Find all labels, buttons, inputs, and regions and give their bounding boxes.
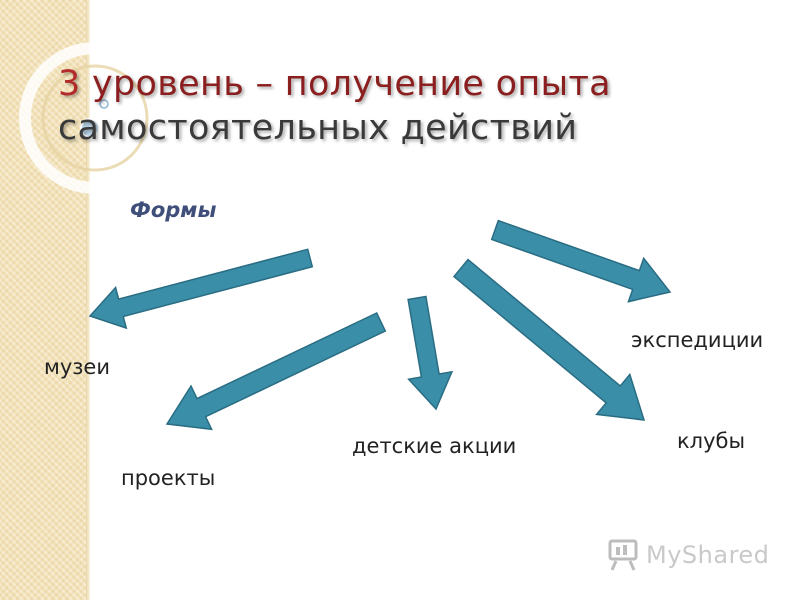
label-clubs: клубы (677, 429, 746, 453)
decorative-side-strip (0, 0, 88, 600)
label-museums: музеи (44, 355, 111, 379)
arrow-to-expeditions (490, 219, 672, 303)
title-line1: уровень – получение опыта (80, 64, 611, 104)
label-projects: проекты (121, 466, 216, 490)
arrow-to-actions (407, 295, 454, 411)
title-line2: самостоятельных действий (58, 108, 578, 148)
label-children-actions: детские акции (352, 434, 517, 458)
arrow-to-museums (88, 248, 314, 330)
brand-watermark: MyShared (646, 541, 770, 569)
side-strip-edge (86, 0, 90, 600)
decorative-circles (19, 42, 171, 194)
forms-heading: Формы (130, 198, 217, 222)
title-number: 3 (58, 64, 81, 104)
label-expeditions: экспедиции (631, 328, 764, 352)
arrow-to-projects (165, 312, 387, 431)
slide-title: 3 уровень – получение опыта самостоятель… (58, 62, 778, 150)
presentation-board-icon (608, 539, 638, 571)
arrow-to-clubs (452, 258, 646, 421)
